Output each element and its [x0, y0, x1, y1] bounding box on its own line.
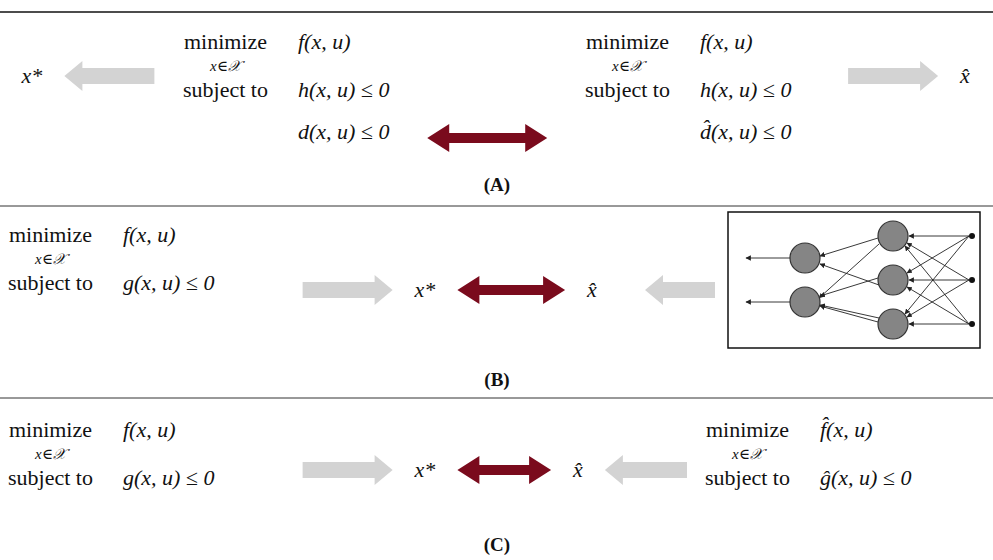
math-expression: f(x, u)	[123, 415, 215, 445]
math-symbol: x*	[415, 457, 436, 483]
panel-label: (C)	[484, 534, 510, 556]
panel-label: (A)	[484, 174, 510, 196]
subscript-text: x∈𝒳	[35, 250, 66, 268]
flow-arrow	[605, 455, 687, 485]
math-symbol: x̂	[573, 457, 583, 483]
solution-symbol: x̂	[569, 455, 587, 485]
math-symbol: x̂	[587, 277, 597, 303]
solution-symbol: x̂	[583, 275, 601, 305]
math-symbol: x̂	[960, 63, 970, 89]
keyword-text: subject to	[183, 75, 268, 105]
math-symbol: x*	[415, 277, 436, 303]
rule-line	[0, 206, 993, 207]
solution-symbol: x*	[18, 61, 47, 91]
subscript-text: x∈𝒳	[612, 57, 643, 75]
math-expression: f(x, u)	[298, 27, 390, 57]
math-expression: h(x, u) ≤ 0	[700, 75, 792, 105]
math-expression: f(x, u)	[123, 220, 215, 250]
correspondence-arrow	[427, 124, 547, 152]
correspondence-arrow	[457, 456, 551, 484]
keyword-text: subject to	[705, 463, 790, 493]
keyword-text: subject to	[585, 75, 670, 105]
objective-label: minimizex∈𝒳	[183, 27, 268, 75]
keyword-text: minimize	[706, 415, 789, 445]
solution-symbol: x*	[411, 275, 440, 305]
math-expression: g(x, u) ≤ 0	[123, 463, 215, 493]
keyword-text: minimize	[9, 415, 92, 445]
math-symbol: x*	[22, 63, 43, 89]
keyword-text: minimize	[184, 27, 267, 57]
optimization-problem: minimizex∈𝒳 f(x, u) subject to g(x, u) ≤ 0	[8, 415, 214, 493]
math-expression: d(x, u) ≤ 0	[298, 117, 390, 147]
subscript-text: x∈𝒳	[35, 445, 66, 463]
optimization-problem: minimizex∈𝒳 f(x, u) subject to h(x, u) ≤ 0 d…	[585, 27, 791, 147]
objective-label: minimizex∈𝒳	[705, 415, 790, 463]
objective-label: minimizex∈𝒳	[585, 27, 670, 75]
math-expression: f̂(x, u)	[820, 415, 912, 445]
flow-arrow	[303, 455, 393, 485]
math-expression: g(x, u) ≤ 0	[123, 268, 215, 298]
flow-arrow	[848, 61, 938, 91]
flow-arrow	[645, 275, 715, 305]
solution-symbol: x̂	[956, 61, 974, 91]
keyword-text: minimize	[9, 220, 92, 250]
flow-arrow	[64, 61, 154, 91]
subscript-text: x∈𝒳	[732, 445, 763, 463]
objective-label: minimizex∈𝒳	[8, 415, 93, 463]
flow-arrow	[303, 275, 393, 305]
math-expression: d̂(x, u) ≤ 0	[700, 117, 792, 147]
math-expression: f(x, u)	[700, 27, 792, 57]
math-expression: h(x, u) ≤ 0	[298, 75, 390, 105]
panel-label: (B)	[484, 369, 509, 391]
optimization-problem: minimizex∈𝒳 f(x, u) subject to g(x, u) ≤ 0	[8, 220, 214, 298]
optimization-problem: minimizex∈𝒳 f(x, u) subject to h(x, u) ≤ 0 d…	[183, 27, 389, 147]
correspondence-arrow	[457, 276, 565, 304]
keyword-text: minimize	[586, 27, 669, 57]
objective-label: minimizex∈𝒳	[8, 220, 93, 268]
keyword-text: subject to	[8, 268, 93, 298]
rule-line	[0, 398, 993, 399]
optimization-problem: minimizex∈𝒳 f̂(x, u) subject to ĝ(x, u) ≤ 0	[705, 415, 911, 493]
neural-network	[728, 212, 980, 348]
keyword-text: subject to	[8, 463, 93, 493]
subscript-text: x∈𝒳	[210, 57, 241, 75]
rule-line	[0, 11, 993, 13]
math-expression: ĝ(x, u) ≤ 0	[820, 463, 912, 493]
solution-symbol: x*	[411, 455, 440, 485]
